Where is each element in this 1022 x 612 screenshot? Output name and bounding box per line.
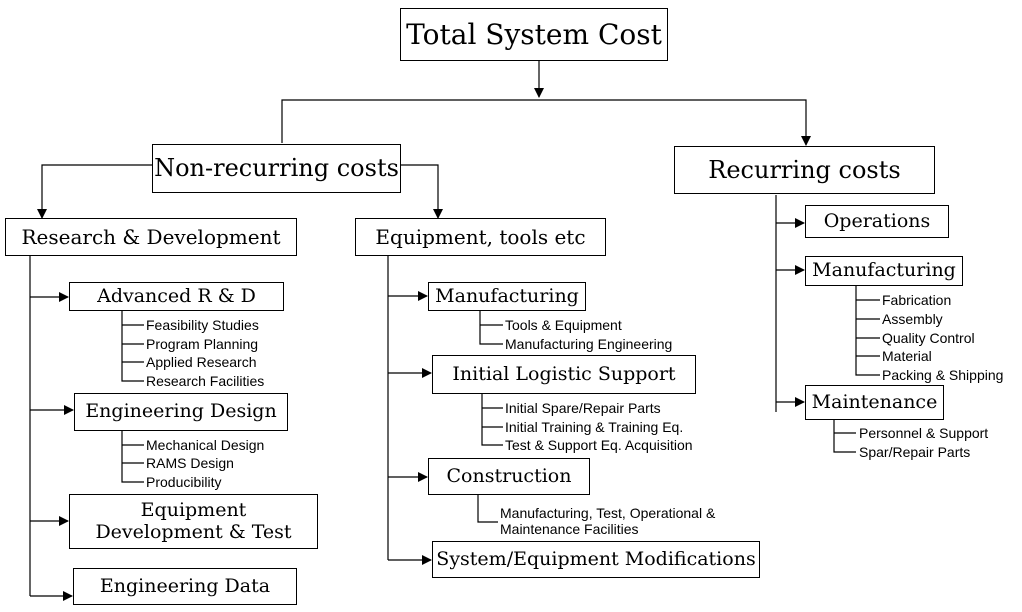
recurring-manufacturing-node: Manufacturing [805,256,963,286]
list-item: Tools & Equipment [505,317,622,333]
maintenance-node: Maintenance [805,385,944,420]
root-node: Total System Cost [400,8,668,61]
equipment-node: Equipment, tools etc [355,218,606,256]
recurring-node: Recurring costs [674,146,935,194]
list-item: Quality Control [882,330,975,346]
level1-connector [281,99,811,146]
list-item: Spar/Repair Parts [859,444,971,460]
list-item: Fabrication [882,292,952,308]
nonrecurring-right-arrow [401,164,443,219]
list-item: Feasibility Studies [146,317,259,333]
equipment-development-node: Equipment Development & Test [69,494,318,549]
ils-node: Initial Logistic Support [432,355,696,394]
rd-node: Research & Development [5,218,297,256]
list-item: Mechanical Design [146,437,265,453]
list-item: Personnel & Support [859,425,989,441]
nonrecurring-left-arrow [37,164,152,219]
list-item: Research Facilities [146,373,265,389]
list-item: Applied Research [146,354,257,370]
equipment-manufacturing-node: Manufacturing [428,282,586,311]
list-item: Manufacturing, Test, Operational & Maint… [500,505,716,537]
modifications-node: System/Equipment Modifications [432,541,760,578]
list-item: RAMS Design [146,455,234,471]
list-item: Producibility [146,474,222,490]
list-item: Initial Training & Training Eq. [505,419,684,435]
list-item: Material [882,348,932,364]
operations-node: Operations [805,205,949,238]
list-item: Initial Spare/Repair Parts [505,400,661,416]
list-item: Test & Support Eq. Acquisition [505,437,693,453]
construction-node: Construction [428,458,590,495]
list-item: Program Planning [146,336,259,352]
list-item: Manufacturing Engineering [505,336,673,352]
list-item: Assembly [882,311,943,327]
advanced-rd-node: Advanced R & D [69,282,284,311]
engineering-data-node: Engineering Data [73,568,297,605]
nonrecurring-node: Non-recurring costs [152,144,401,193]
engineering-design-node: Engineering Design [74,393,288,431]
list-item: Packing & Shipping [882,367,1004,383]
